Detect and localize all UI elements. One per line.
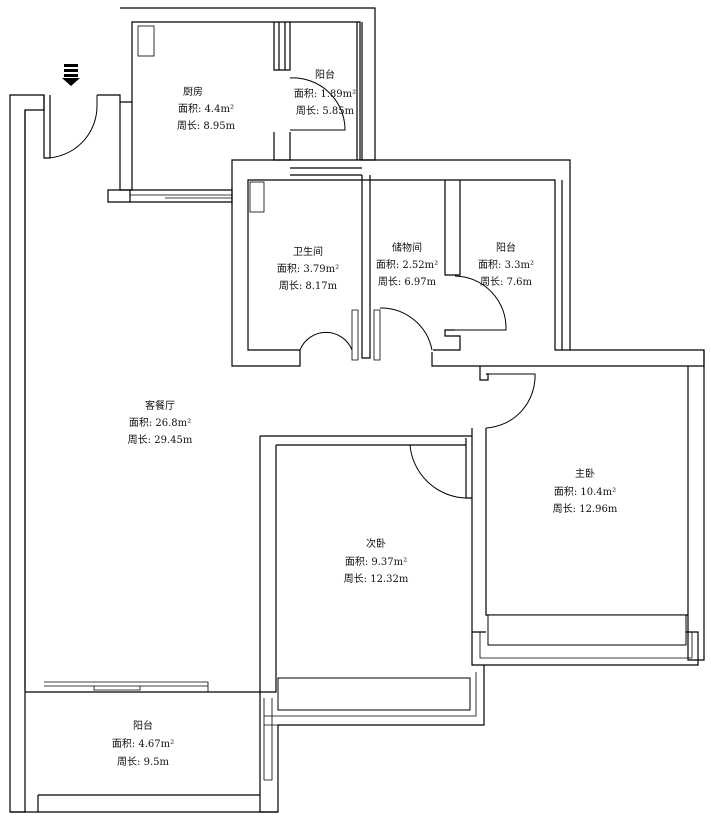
kitchen-fixture [137, 25, 155, 57]
room-name: 阳台 [496, 241, 516, 254]
room-perimeter: 周长: 6.97m [378, 276, 437, 288]
room-name: 次卧 [366, 537, 386, 550]
wall-balcony-bottom [10, 794, 278, 813]
wall-kitchen-balcony [273, 22, 291, 71]
room-area: 面积: 4.67m² [112, 738, 174, 750]
wall-storage-balcony [444, 180, 461, 276]
bathroom-door-swing [299, 331, 353, 351]
wall-kitchen-left [120, 102, 133, 191]
room-name: 阳台 [133, 719, 153, 732]
entrance-arrow-icon [62, 64, 80, 86]
room-area: 面积: 26.8m² [129, 417, 191, 429]
room-second-bedroom: 次卧 面积: 9.37m² 周长: 12.32m [344, 537, 409, 585]
wall-master-door-jamb [479, 366, 489, 381]
room-area: 面积: 2.52m² [376, 259, 438, 271]
room-perimeter: 周长: 29.45m [128, 434, 193, 446]
room-area: 面积: 1.89m² [294, 88, 356, 100]
kitchen-sliding-door [130, 194, 232, 199]
wall-kitchen-bottom [130, 189, 233, 203]
room-balcony-bottom: 阳台 面积: 4.67m² 周长: 9.5m [112, 719, 174, 768]
bathroom-fixture [249, 181, 265, 213]
room-perimeter: 周长: 12.32m [344, 573, 409, 585]
room-perimeter: 周长: 9.5m [117, 756, 169, 768]
room-area: 面积: 3.3m² [478, 259, 534, 271]
second-window [278, 672, 477, 717]
room-bathroom: 卫生间 面积: 3.79m² 周长: 8.17m [277, 245, 339, 292]
wall-service-block [231, 159, 571, 367]
wall-second-window-left [263, 698, 278, 781]
wall-master-bottom [471, 631, 699, 666]
master-door-swing [485, 373, 536, 429]
wall-second-left [259, 436, 277, 693]
wall-kitchen-balcony-glass [278, 22, 286, 70]
doors [45, 77, 536, 499]
wall-second-bottom [259, 665, 485, 813]
room-name: 卫生间 [293, 245, 323, 258]
room-name: 阳台 [315, 68, 335, 81]
master-wardrobe [487, 614, 687, 646]
wall-hall-top [431, 349, 705, 367]
room-area: 面积: 4.4m² [178, 103, 234, 115]
walls [9, 7, 705, 813]
second-wardrobe [277, 677, 471, 711]
wall-left-outer [9, 94, 45, 813]
wall-balcony-door [433, 329, 461, 351]
room-name: 主卧 [575, 467, 595, 480]
room-area: 面积: 3.79m² [277, 263, 339, 275]
top-balcony-door-swing [289, 77, 346, 131]
wall-kitchen-top [120, 7, 376, 161]
storage-door-swing [379, 307, 433, 351]
wall-entrance-right [97, 94, 131, 203]
master-window [479, 632, 693, 659]
bath-door-jamb [351, 309, 359, 361]
room-perimeter: 周长: 12.96m [553, 503, 618, 515]
room-living-dining: 客餐厅 面积: 26.8m² 周长: 29.45m [128, 399, 193, 446]
balcony-sliding-door [44, 681, 209, 692]
wall-second-top [260, 435, 472, 446]
wall-master-right [687, 350, 705, 661]
room-area: 面积: 10.4m² [554, 486, 616, 498]
room-name: 客餐厅 [145, 399, 175, 412]
wall-master-left [485, 428, 688, 616]
room-perimeter: 周长: 8.17m [279, 280, 338, 292]
room-name: 储物间 [392, 241, 422, 254]
second-door-swing [409, 444, 467, 499]
room-balcony-top: 阳台 面积: 1.89m² 周长: 5.85m [294, 68, 356, 117]
wall-kitchen-balcony-lower [273, 132, 291, 161]
room-area: 面积: 9.37m² [345, 556, 407, 568]
room-balcony-mid: 阳台 面积: 3.3m² 周长: 7.6m [478, 241, 534, 288]
wall-master-left-outer [471, 428, 486, 633]
wall-bath-storage [361, 175, 371, 359]
room-master-bedroom: 主卧 面积: 10.4m² 周长: 12.96m [553, 467, 618, 515]
mid-balcony-door-swing [454, 275, 507, 331]
wall-entrance-left [43, 95, 51, 159]
room-perimeter: 周长: 5.85m [296, 105, 355, 117]
entrance-door-swing [45, 95, 98, 159]
room-perimeter: 周长: 8.95m [177, 120, 236, 132]
wall-top-balcony-bottom [290, 167, 362, 176]
room-kitchen: 厨房 面积: 4.4m² 周长: 8.95m [177, 85, 236, 132]
room-storage: 储物间 面积: 2.52m² 周长: 6.97m [376, 241, 438, 288]
room-perimeter: 周长: 7.6m [480, 276, 532, 288]
storage-door-jamb [373, 309, 381, 361]
room-name: 厨房 [183, 85, 203, 98]
room-labels: 厨房 面积: 4.4m² 周长: 8.95m 阳台 面积: 1.89m² 周长:… [112, 68, 618, 768]
wall-top-balcony-right [356, 22, 363, 160]
wall-second-door-jamb [465, 438, 472, 499]
